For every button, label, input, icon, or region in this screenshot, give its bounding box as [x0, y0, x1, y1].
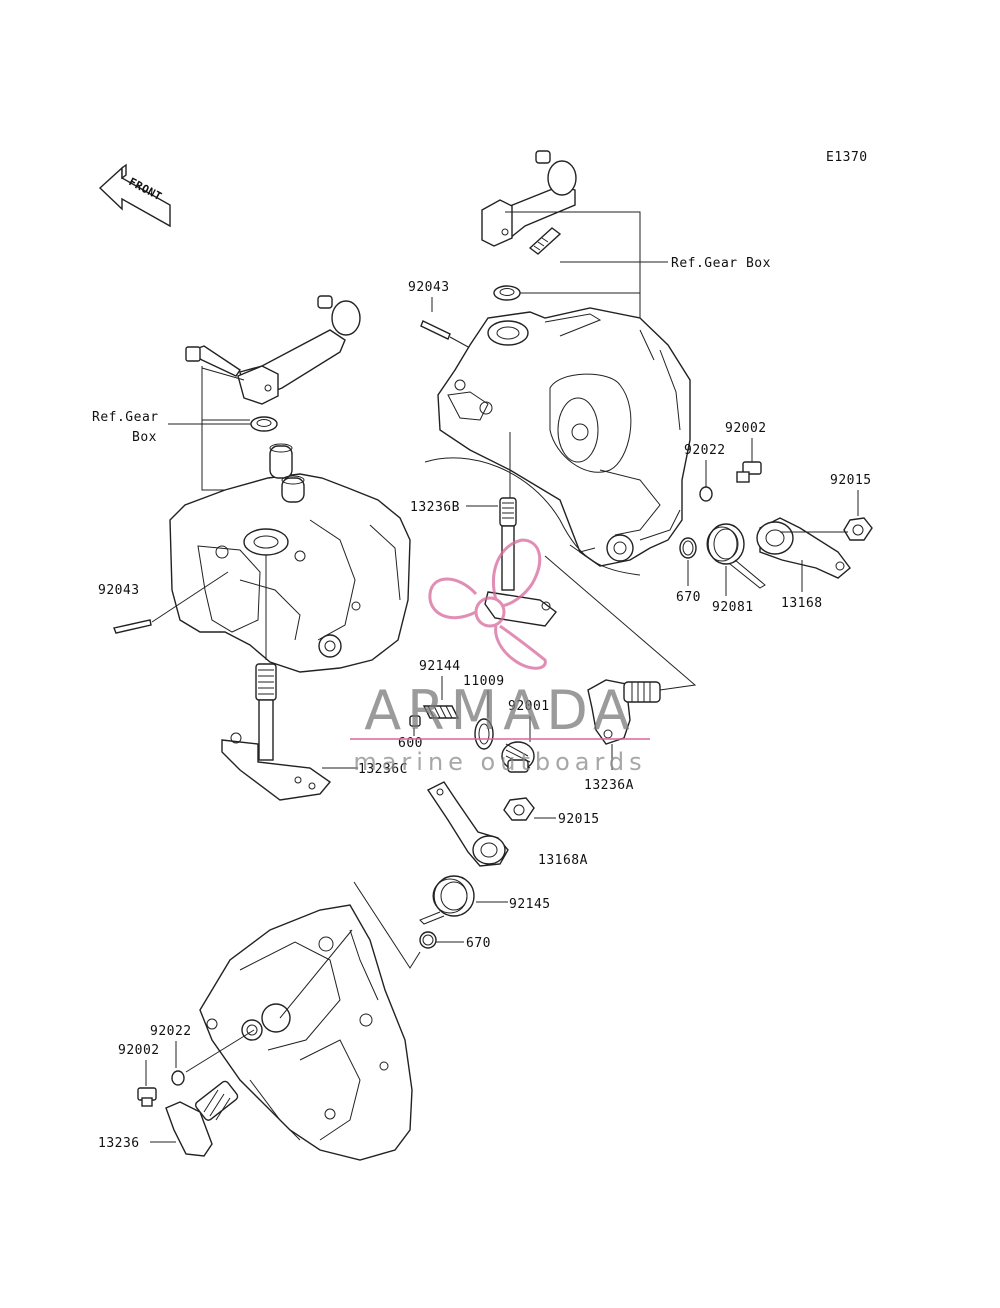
label-670-right: 670	[676, 590, 701, 605]
right-gear-case	[437, 307, 691, 567]
ref-gear-left-line1: Ref.Gear	[92, 410, 159, 425]
right-shift-lever	[481, 150, 577, 247]
label-92043-top: 92043	[408, 280, 450, 295]
label-92144: 92144	[419, 659, 461, 674]
shift-lever-13168	[756, 517, 851, 579]
armada-watermark: ARMADA marine outboards	[350, 538, 650, 776]
label-13168A: 13168A	[538, 853, 588, 868]
label-92015-right: 92015	[830, 473, 872, 488]
dowel-pin-92043-top	[420, 320, 451, 340]
washer-92022-bottom	[171, 1070, 185, 1086]
bottom-gear-case	[199, 904, 413, 1161]
label-92002-right: 92002	[725, 421, 767, 436]
dowel-pin-92043-left	[113, 619, 152, 634]
label-92043-left: 92043	[98, 583, 140, 598]
shift-shaft-13236A	[587, 679, 661, 745]
left-lever-bolt	[185, 345, 241, 377]
label-13236B: 13236B	[410, 500, 460, 515]
nut-92015-mid	[503, 797, 535, 821]
label-92022-bottom: 92022	[150, 1024, 192, 1039]
left-gear-case	[169, 443, 411, 673]
label-11009: 11009	[463, 674, 505, 689]
spring-92144	[422, 705, 460, 719]
shift-shaft-13236	[165, 1080, 239, 1157]
label-92022-right: 92022	[684, 443, 726, 458]
label-92002-bottom: 92002	[118, 1043, 160, 1058]
spring-92081	[706, 523, 766, 589]
ref-bracket-left	[168, 366, 262, 491]
label-13236A: 13236A	[584, 778, 634, 793]
diagram-code: E1370	[826, 150, 868, 165]
label-92015-mid: 92015	[558, 812, 600, 827]
shift-shaft-13236C	[221, 663, 332, 801]
propeller-icon	[428, 538, 547, 670]
front-arrow-icon: FRONT	[98, 163, 171, 228]
nut-92015-right	[843, 517, 873, 541]
bolt-92002-bottom	[137, 1087, 157, 1107]
right-lever-bolt	[528, 227, 562, 255]
assembly-leader-right	[544, 555, 697, 691]
ref-gear-box-right-label: Ref.Gear Box	[671, 256, 771, 271]
gasket-11009	[474, 718, 494, 750]
watermark-tagline: marine outboards	[353, 748, 646, 776]
label-92145: 92145	[509, 897, 551, 912]
label-92081: 92081	[712, 600, 754, 615]
ref-gear-left-line2: Box	[132, 430, 157, 445]
label-670-mid: 670	[466, 936, 491, 951]
plug-92001	[501, 741, 535, 773]
watermark-underline	[350, 738, 650, 740]
label-92001: 92001	[508, 699, 550, 714]
label-13236C: 13236C	[358, 762, 408, 777]
circlip-670-mid	[419, 931, 437, 949]
assembly-leader-bottom	[353, 881, 421, 969]
washer-92022-right	[699, 486, 713, 502]
label-13168: 13168	[781, 596, 823, 611]
shift-lever-13168A	[426, 781, 509, 867]
spring-92145	[419, 875, 475, 925]
watermark-brand: ARMADA	[364, 679, 636, 742]
label-13236: 13236	[98, 1136, 140, 1151]
case-outline-arc	[424, 457, 641, 576]
bolt-92002-right	[736, 461, 762, 483]
ball-600	[409, 715, 421, 727]
left-shift-lever	[237, 295, 361, 405]
